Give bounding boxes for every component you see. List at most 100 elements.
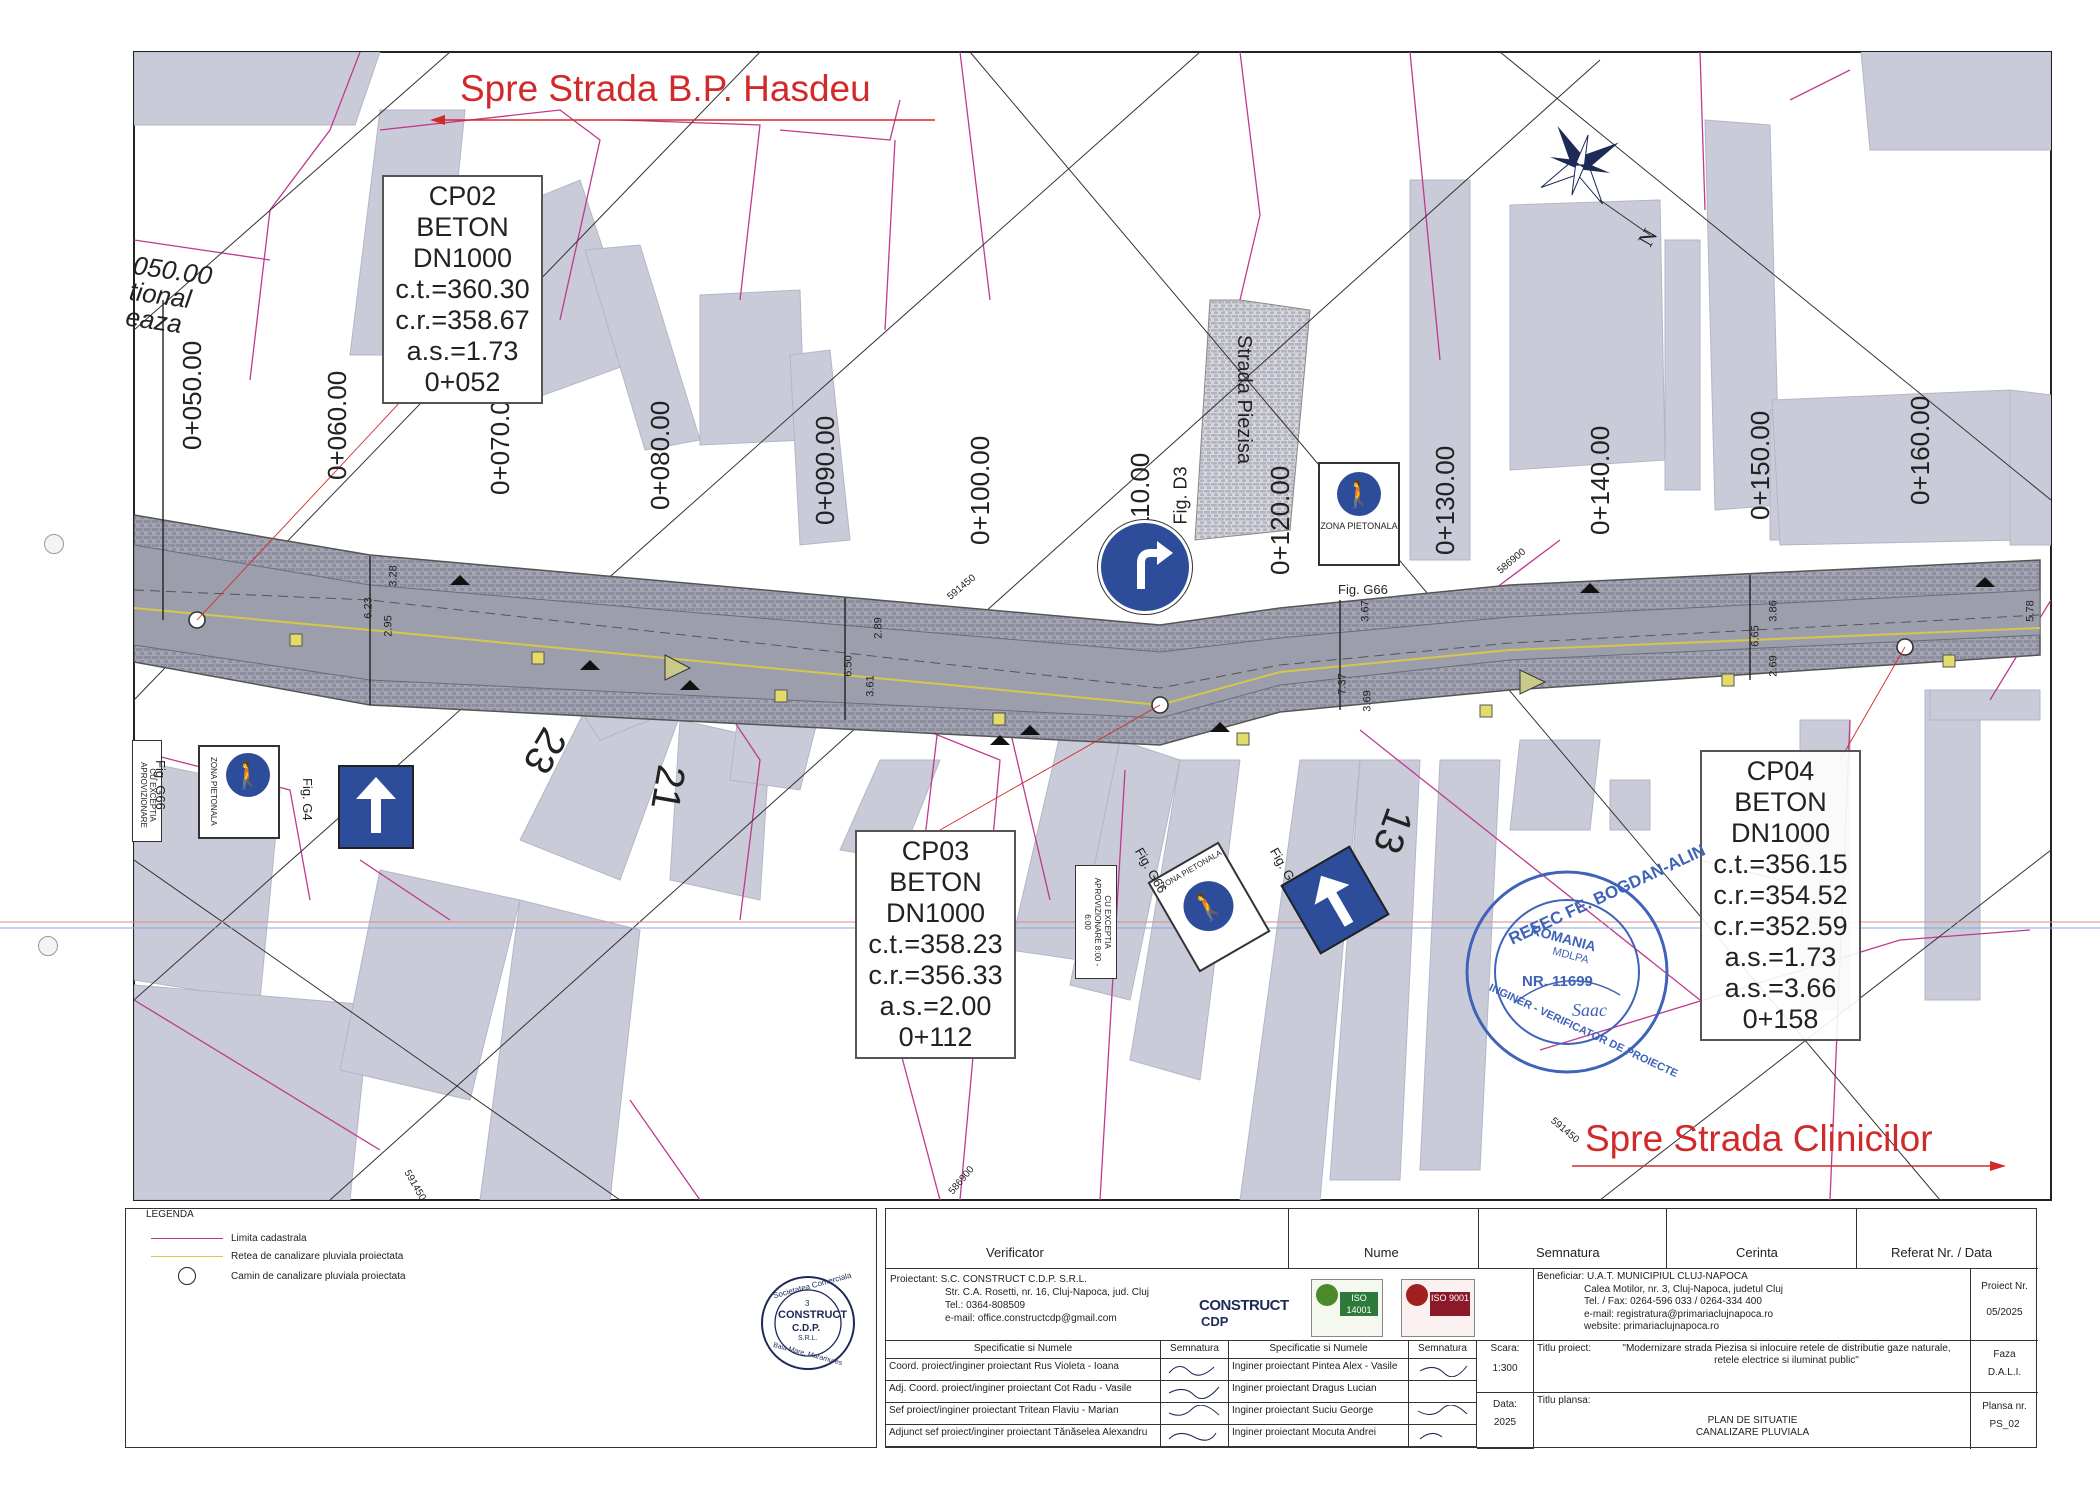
manhole-material: BETON bbox=[1734, 787, 1827, 817]
legend-label: Camin de canalizare pluviala proiectata bbox=[231, 1270, 406, 1282]
signature-cell bbox=[1409, 1425, 1477, 1447]
manhole-as: a.s.=1.73 bbox=[1724, 942, 1837, 972]
staff-name: Adjunct sef proiect/inginer proiectant T… bbox=[886, 1425, 1161, 1447]
dimension-label: 2.69 bbox=[1767, 655, 1780, 677]
legend-title: LEGENDA bbox=[146, 1209, 194, 1220]
signature-cell bbox=[1161, 1381, 1229, 1403]
dimension-label: 6.50 bbox=[842, 655, 855, 677]
beneficiar-cell bbox=[1534, 1269, 1971, 1341]
proiectant-phone: Tel.: 0364-808509 bbox=[945, 1300, 1026, 1311]
signature-cell bbox=[1161, 1403, 1229, 1425]
chainage-label: 0+160.00 bbox=[1905, 395, 1935, 505]
chainage-label: 0+060.00 bbox=[322, 370, 352, 480]
legend-item: Retea de canalizare pluviala proiectata bbox=[151, 1251, 403, 1262]
staff-name: Inginer proiectant Mocuta Andrei bbox=[1229, 1425, 1409, 1447]
sheet-title: PLAN DE SITUATIE bbox=[1707, 1415, 1798, 1426]
pedestrian-zone-sign-icon: 🚶 ZONA PIETONALA bbox=[198, 745, 280, 839]
phase-value: D.A.L.I. bbox=[1987, 1367, 2022, 1378]
manhole-ct: c.t.=356.15 bbox=[1713, 849, 1848, 879]
chainage-label: 0+100.00 bbox=[965, 435, 995, 545]
phase-label: Faza bbox=[1993, 1349, 2016, 1360]
signature-cell bbox=[1409, 1359, 1477, 1381]
logo-text: CONSTRUCT bbox=[1199, 1297, 1289, 1314]
beneficiar-address: Calea Motilor, nr. 3, Cluj-Napoca, judet… bbox=[1584, 1283, 1783, 1295]
stamp-text: NR. 11699 bbox=[1522, 973, 1593, 990]
dimension-label: 3.28 bbox=[387, 565, 400, 587]
manhole-as2: a.s.=3.66 bbox=[1724, 973, 1837, 1003]
dimension-label: 7.37 bbox=[1336, 673, 1349, 695]
manhole-diameter: DN1000 bbox=[412, 243, 513, 273]
manhole-ct: c.t.=358.23 bbox=[868, 929, 1003, 959]
verificator-header: Referat Nr. / Data bbox=[1891, 1245, 1993, 1260]
sign-label: Fig. D3 bbox=[1170, 466, 1191, 525]
exception-plate: CU EXCEPTIA APROVIZIONARE 8:00 - 6:00 bbox=[1075, 865, 1117, 979]
staff-header: Semnatura bbox=[1409, 1341, 1477, 1359]
street-name-label: Strada Piezisa bbox=[1233, 335, 1255, 464]
title-cell bbox=[1667, 1209, 1857, 1269]
iso-text: ISO 14001 bbox=[1340, 1292, 1378, 1316]
proiect-nr-cell: Proiect Nr. 05/2025 bbox=[1971, 1269, 2038, 1341]
scale-cell: Scara: 1:300 bbox=[1477, 1341, 1534, 1393]
sign-text: ZONA PIETONALA bbox=[209, 757, 218, 826]
manhole-chainage: 0+158 bbox=[1742, 1004, 1819, 1034]
phase-cell: Faza D.A.L.I. bbox=[1971, 1341, 2038, 1393]
chainage-label: 0+130.00 bbox=[1430, 445, 1460, 555]
iso-9001-badge: ISO 9001 bbox=[1401, 1279, 1475, 1337]
sheet-number-cell: Plansa nr. PS_02 bbox=[1971, 1393, 2038, 1449]
seal-text: 3 bbox=[805, 1299, 810, 1308]
dimension-label: 5.78 bbox=[2024, 600, 2037, 622]
manhole-as: a.s.=2.00 bbox=[879, 991, 992, 1021]
seal-text: S.R.L. bbox=[798, 1335, 818, 1342]
sign-text: ZONA PIETONALA bbox=[1320, 521, 1398, 531]
staff-name: Adj. Coord. proiect/inginer proiectant C… bbox=[886, 1381, 1161, 1403]
seal-text: C.D.P. bbox=[792, 1323, 821, 1334]
staff-name: Coord. proiect/inginer proiectant Rus Vi… bbox=[886, 1359, 1161, 1381]
legend-item: Limita cadastrala bbox=[151, 1233, 307, 1244]
pedestrian-zone-sign-icon: 🚶 ZONA PIETONALA bbox=[1318, 462, 1400, 566]
manhole-label-cp03: CP03 BETON DN1000 c.t.=358.23 c.r.=356.3… bbox=[855, 830, 1016, 1059]
dimension-label: 3.69 bbox=[1361, 690, 1374, 712]
date-cell: Data: 2025 bbox=[1477, 1393, 1534, 1449]
direction-arrow-sign-icon bbox=[338, 765, 414, 849]
scale-value: 1:300 bbox=[1492, 1363, 1518, 1374]
edge-text-fragment: 050.00 tional eaza bbox=[124, 250, 214, 340]
beneficiar-website: website: primariaclujnapoca.ro bbox=[1584, 1321, 1720, 1332]
beneficiar-name: Beneficiar: U.A.T. MUNICIPIUL CLUJ-NAPOC… bbox=[1537, 1271, 1748, 1282]
sheet-number-label: Plansa nr. bbox=[1982, 1401, 2027, 1412]
sign-label: Fig. G66 bbox=[153, 760, 168, 810]
sign-label: Fig. G4 bbox=[300, 778, 315, 821]
plot-number: 21 bbox=[642, 761, 694, 814]
engineer-stamp: REFEC FE. BOGDAN-ALIN ROMANIA MDLPA NR. … bbox=[1460, 841, 1708, 1080]
scale-label: Scara: bbox=[1490, 1343, 1520, 1354]
iso-text: ISO 9001 bbox=[1430, 1292, 1470, 1316]
staff-header: Specificatie si Numele bbox=[886, 1341, 1161, 1359]
punch-hole bbox=[44, 534, 64, 554]
construct-cdp-logo: CONSTRUCT CDP bbox=[1199, 1297, 1309, 1333]
sign-label: Fig. G66 bbox=[1338, 582, 1388, 597]
dimension-label: 3.67 bbox=[1359, 600, 1372, 622]
manhole-label-cp04: CP04 BETON DN1000 c.t.=356.15 c.r.=354.5… bbox=[1700, 750, 1861, 1041]
manhole-id: CP02 bbox=[428, 181, 497, 211]
proiectant-email: e-mail: office.constructcdp@gmail.com bbox=[945, 1313, 1117, 1324]
beneficiar-info: Beneficiar: U.A.T. MUNICIPIUL CLUJ-NAPOC… bbox=[1537, 1271, 1783, 1334]
chainage-label: 0+150.00 bbox=[1745, 410, 1775, 520]
manhole-as: a.s.=1.73 bbox=[406, 336, 519, 366]
company-seal: Societatea Comerciala 3 CONSTRUCT C.D.P.… bbox=[760, 1271, 856, 1371]
punch-hole bbox=[38, 936, 58, 956]
title-block: Verificator Nume Semnatura Cerinta Refer… bbox=[885, 1208, 2038, 1449]
date-value: 2025 bbox=[1493, 1417, 1517, 1428]
staff-name: Inginer proiectant Suciu George bbox=[1229, 1403, 1409, 1425]
date-label: Data: bbox=[1493, 1399, 1517, 1410]
legend: LEGENDA Limita cadastrala Retea de canal… bbox=[125, 1208, 877, 1448]
signature-cell bbox=[1409, 1381, 1477, 1403]
title-cell bbox=[1289, 1209, 1479, 1269]
manhole-id: CP03 bbox=[901, 836, 970, 866]
proiectant-info: Proiectant: S.C. CONSTRUCT C.D.P. S.R.L.… bbox=[890, 1273, 1149, 1325]
manhole-material: BETON bbox=[416, 212, 509, 242]
sheet-title-label: Titlu plansa: bbox=[1537, 1395, 1591, 1406]
proiect-nr-label: Proiect Nr. bbox=[1981, 1281, 2028, 1292]
dimension-label: 6.23 bbox=[362, 597, 375, 619]
manhole-cr2: c.r.=352.59 bbox=[1713, 911, 1848, 941]
staff-name: Inginer proiectant Pintea Alex - Vasile bbox=[1229, 1359, 1409, 1381]
verificator-header: Cerinta bbox=[1736, 1245, 1778, 1260]
